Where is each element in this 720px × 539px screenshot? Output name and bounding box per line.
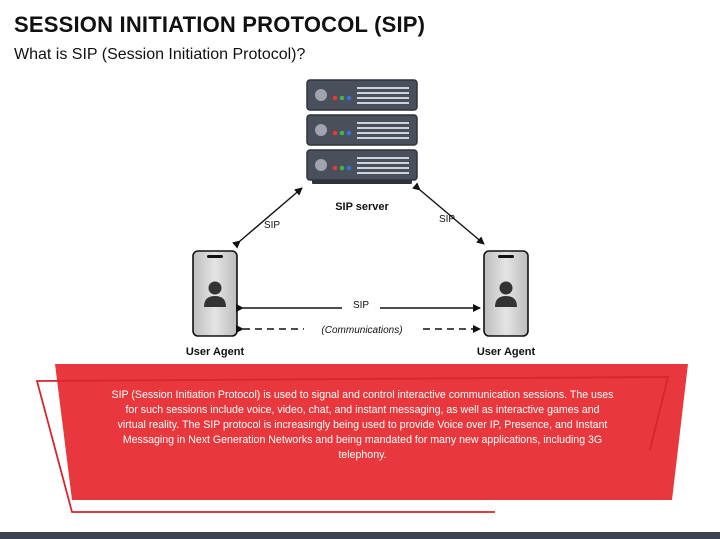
description-banner [55,364,688,500]
right-user-icon [495,281,517,307]
server-icon [306,79,418,184]
left-user-icon [204,281,226,307]
left-agent-label: User Agent [186,346,245,358]
right-smartphone-icon [483,250,529,337]
right-agent-label: User Agent [477,346,536,358]
right-sip-label: SIP [439,214,455,225]
slide-title: SESSION INITIATION PROTOCOL (SIP) [14,12,426,37]
server-unit [306,79,418,111]
left-sip-arrow [232,187,303,249]
communications-label: (Communications) [321,325,402,336]
left-smartphone-icon [192,250,238,337]
slide-subtitle: What is SIP (Session Initiation Protocol… [14,46,306,63]
server-unit [306,114,418,146]
banner-outline [35,376,670,513]
middle-sip-label: SIP [353,300,369,311]
left-sip-label: SIP [264,220,280,231]
server-unit [306,149,418,181]
bottom-bar [0,532,720,539]
server-label: SIP server [335,201,389,213]
right-sip-arrow [412,182,485,245]
description-text: SIP (Session Initiation Protocol) is use… [111,389,614,461]
